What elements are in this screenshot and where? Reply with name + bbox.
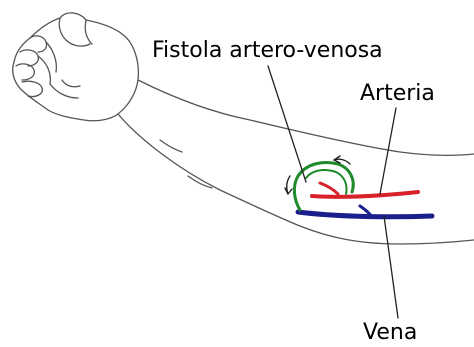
flow-arrow-head-left (285, 188, 292, 194)
leader-line-vein (384, 216, 398, 318)
leader-line-fistula (268, 66, 306, 182)
fist-outline (13, 13, 139, 121)
label-fistula: Fistola artero-venosa (152, 40, 383, 62)
artery-vessel (312, 183, 418, 197)
label-vein: Vena (363, 322, 417, 344)
label-artery: Arteria (360, 83, 435, 105)
fistula-loop (294, 163, 353, 211)
vein-vessel (298, 206, 432, 217)
